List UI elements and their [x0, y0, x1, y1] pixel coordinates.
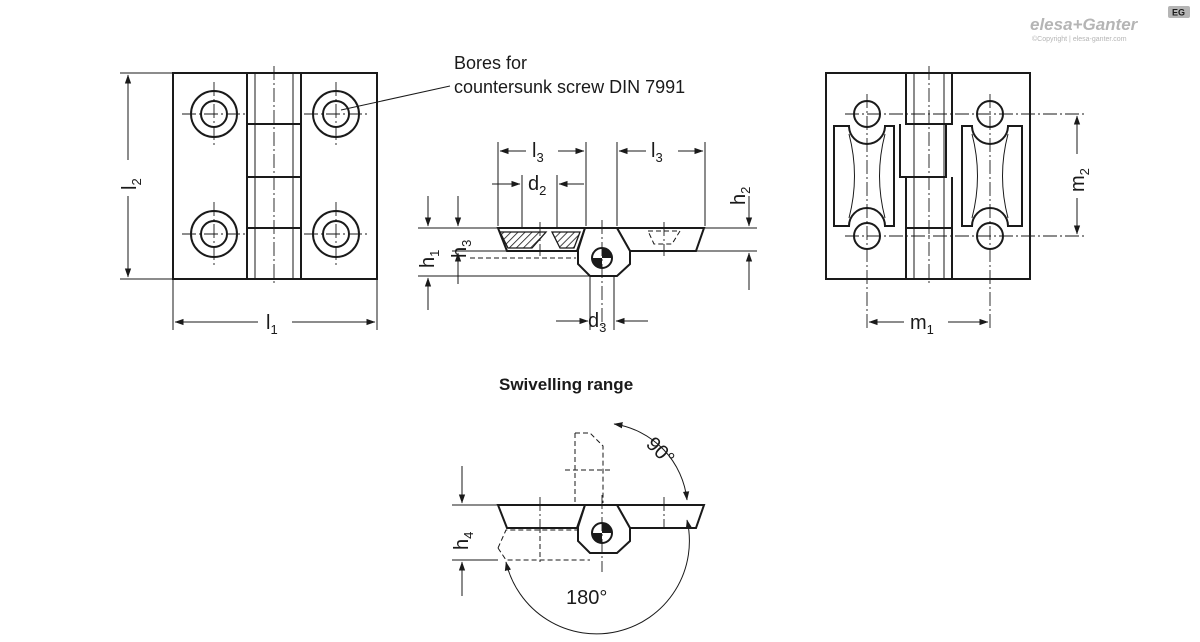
dim-l3-right: l3: [651, 140, 663, 165]
section-view: l3 l3 d2 d3 h1 h3 h2: [417, 140, 757, 335]
bore-top-right: [304, 82, 368, 146]
swivelling-range-title: Swivelling range: [499, 375, 633, 394]
dim-d3: d3: [588, 310, 606, 335]
dim-l2: l2: [119, 178, 144, 190]
brand-badge: EG: [1172, 8, 1185, 18]
brand-name: elesa+Ganter: [1030, 15, 1139, 34]
rear-view: m1 m2: [825, 66, 1092, 337]
arc-180: [504, 519, 692, 635]
swivel-view: h4 90° 180°: [451, 422, 706, 635]
brand-logo: elesa+Ganter EG ©Copyright | elesa-gante…: [1030, 6, 1190, 43]
bore-bottom-right: [304, 202, 368, 266]
dim-h1: h1: [417, 250, 442, 268]
dim-h2: h2: [728, 187, 753, 205]
angle-180: 180°: [566, 587, 607, 609]
arc-90: [613, 422, 690, 501]
dim-m2: m2: [1067, 168, 1092, 192]
rib-left: [833, 125, 895, 227]
dim-l1: l1: [266, 312, 278, 337]
rib-right: [961, 125, 1023, 227]
angle-90: 90°: [641, 433, 678, 470]
dim-m1: m1: [910, 312, 934, 337]
front-view: l2 l1: [119, 66, 451, 337]
dim-l3-left: l3: [532, 140, 544, 165]
callout-line-2: countersunk screw DIN 7991: [454, 77, 685, 97]
brand-copyright: ©Copyright | elesa-ganter.com: [1032, 35, 1127, 43]
dim-h4: h4: [451, 532, 476, 550]
bore-top-left: [182, 82, 246, 146]
callout-leader: [340, 85, 451, 111]
bore-bottom-left: [182, 202, 246, 266]
dim-d2: d2: [528, 173, 546, 198]
callout-line-1: Bores for: [454, 53, 527, 73]
dim-h3: h3: [449, 240, 474, 258]
